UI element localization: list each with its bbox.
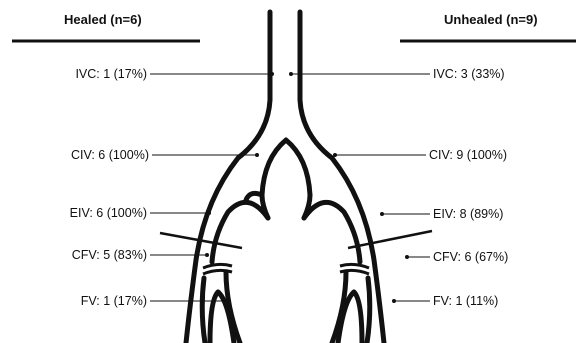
dot-left-eiv [207,211,211,215]
unhealed-header: Unhealed (n=9) [444,12,538,27]
dot-left-civ [255,153,259,157]
left-eiv-label: EIV: 6 (100%) [70,206,147,220]
left-fv-outer [202,278,205,343]
left-ivc-label: IVC: 1 (17%) [75,67,147,81]
right-branch-outer [304,202,360,262]
dot-left-ivc [270,72,274,76]
bifurcation-crotch [262,140,310,195]
right-civ-label: CIV: 9 (100%) [429,148,507,162]
dot-left-fv [227,299,231,303]
right-ligament-line [348,231,432,248]
dot-right-ivc [289,72,293,76]
left-cfv-label: CFV: 5 (83%) [72,248,147,262]
right-ivc-label: IVC: 3 (33%) [433,67,505,81]
right-fv-outer [367,278,370,343]
right-cfv-label: CFV: 6 (67%) [433,250,508,264]
valves [203,264,369,274]
left-branch-outer [212,202,268,262]
right-fv-label: FV: 1 (11%) [433,294,498,308]
dot-right-fv [392,299,396,303]
dot-right-civ [333,153,337,157]
dot-left-cfv [205,253,209,257]
left-fv-label: FV: 1 (17%) [81,294,147,308]
healed-header: Healed (n=6) [64,12,142,27]
dot-right-cfv [405,255,409,259]
dot-right-eiv [380,212,384,216]
vein-outline [186,12,384,343]
right-eiv-label: EIV: 8 (89%) [433,207,503,221]
left-civ-label: CIV: 6 (100%) [71,148,149,162]
